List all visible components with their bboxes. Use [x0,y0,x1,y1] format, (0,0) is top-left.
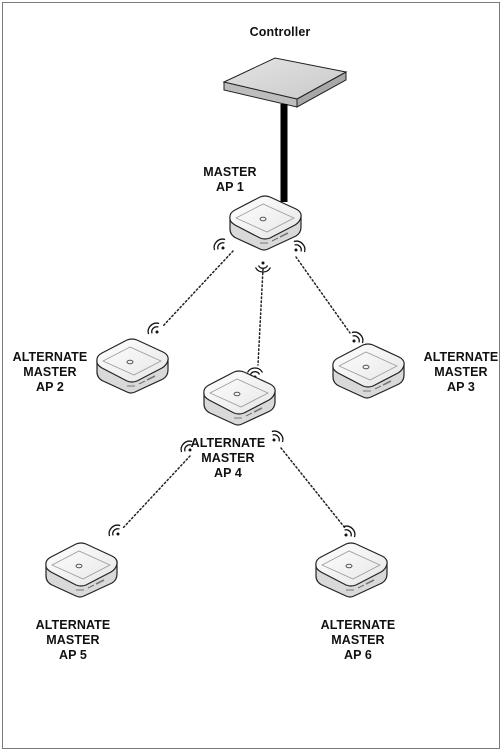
wireless-link-ap1-ap3 [295,256,351,334]
ap3-label: ALTERNATE MASTER AP 3 [423,350,499,394]
wireless-signal-icon [288,237,309,258]
access-point-ap2 [96,338,169,394]
wireless-signal-icon [144,319,165,340]
wireless-link-ap4-ap5 [122,455,191,529]
controller-label: Controller [249,25,311,39]
access-point-ap1 [229,195,302,251]
wireless-signal-icon [210,235,231,256]
ap5-label: ALTERNATE MASTER AP 5 [35,618,111,662]
ap2-label: ALTERNATE MASTER AP 2 [12,350,88,394]
wireless-link-ap4-ap6 [280,447,346,529]
wireless-signal-icon [338,522,359,543]
master-ap1-label: MASTER AP 1 [203,165,257,194]
controller-device [222,57,348,108]
wireless-signal-icon [105,521,126,542]
access-point-ap6 [315,542,388,598]
ap6-label: ALTERNATE MASTER AP 6 [320,618,396,662]
access-point-ap4 [203,370,276,426]
access-point-ap5 [45,542,118,598]
wireless-link-ap1-ap4 [257,268,264,366]
wireless-link-ap1-ap2 [162,250,234,327]
ap4-label: ALTERNATE MASTER AP 4 [190,436,266,480]
access-point-ap3 [332,343,405,399]
